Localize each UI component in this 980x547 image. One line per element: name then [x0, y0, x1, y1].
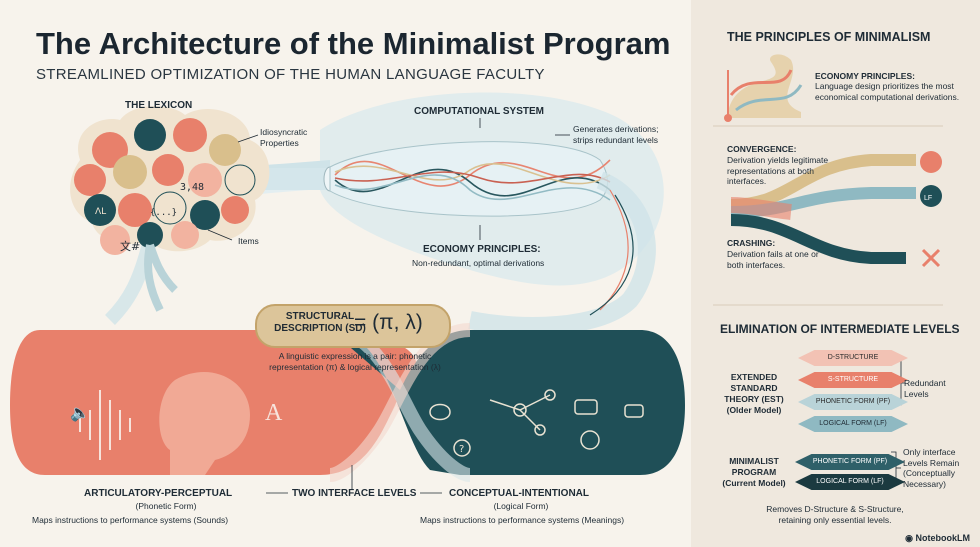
- computational-system-title: COMPUTATIONAL SYSTEM: [414, 106, 544, 117]
- elimination-heading: ELIMINATION OF INTERMEDIATE LEVELS: [720, 322, 960, 336]
- conceptual-sub: (Logical Form): [493, 501, 549, 511]
- two-interface-levels: TWO INTERFACE LEVELS: [292, 488, 417, 499]
- conceptual-title: CONCEPTUAL-INTENTIONAL: [449, 488, 589, 499]
- idiosyncratic-properties-label: Idiosyncratic Properties: [260, 127, 308, 148]
- convergence-title: CONVERGENCE:: [727, 144, 797, 154]
- principles-heading: THE PRINCIPLES OF MINIMALISM: [727, 30, 931, 44]
- sd-equation: = (π, λ): [354, 311, 423, 334]
- page-title: The Architecture of the Minimalist Progr…: [36, 26, 671, 61]
- articulatory-sub: (Phonetic Form): [135, 501, 197, 511]
- redundant-levels-note: Redundant Levels: [904, 378, 946, 399]
- svg-text:3,48: 3,48: [180, 182, 204, 193]
- est-layer-d-structure: D-STRUCTURE: [798, 350, 908, 366]
- lf-badge: LF: [924, 195, 932, 202]
- notebooklm-brand: ◉ NotebookLM: [905, 533, 970, 544]
- est-layer-lf: LOGICAL FORM (LF): [798, 416, 908, 432]
- economy-principles-title: ECONOMY PRINCIPLES:: [423, 244, 541, 255]
- brand-name: NotebookLM: [915, 533, 971, 543]
- mp-label: MINIMALIST PROGRAM (Current Model): [722, 456, 786, 488]
- elimination-footer: Removes D-Structure & S-Structure, retai…: [766, 504, 904, 525]
- svg-text:🔈: 🔈: [70, 403, 90, 422]
- mp-layer-pf: PHONETIC FORM (PF): [795, 454, 905, 470]
- principles-illustration: LF: [713, 54, 943, 486]
- structural-description-label: STRUCTURAL DESCRIPTION (SD): [274, 311, 366, 334]
- conceptual-desc: Maps instructions to performance systems…: [420, 515, 625, 525]
- economy-panel-desc: Language design prioritizes the most eco…: [815, 81, 960, 102]
- sd-caption: A linguistic expression is a pair: phone…: [269, 351, 441, 372]
- articulatory-desc: Maps instructions to performance systems…: [32, 515, 229, 525]
- page-subtitle: STREAMLINED OPTIMIZATION OF THE HUMAN LA…: [36, 66, 545, 83]
- structural-description-box: [255, 304, 451, 348]
- svg-text:{...}: {...}: [150, 208, 177, 218]
- interface-levels-note: Only interface Levels Remain (Conceptual…: [903, 447, 960, 489]
- est-layer-pf: PHONETIC FORM (PF): [798, 394, 908, 410]
- svg-text:?: ?: [459, 444, 464, 455]
- mp-stack: PHONETIC FORM (PF) LOGICAL FORM (LF): [795, 454, 905, 494]
- lexicon-title: THE LEXICON: [125, 100, 193, 111]
- lexicon-brain: 3,48 {...} 文# ΛL: [70, 106, 270, 312]
- svg-text:A: A: [265, 400, 283, 426]
- derivation-strands: [334, 159, 611, 201]
- est-label: EXTENDED STANDARD THEORY (EST) (Older Mo…: [724, 372, 784, 415]
- items-label: Items: [238, 236, 259, 246]
- svg-text:ΛL: ΛL: [95, 207, 106, 217]
- economy-principles-desc: Non-redundant, optimal derivations: [412, 258, 545, 268]
- crashing-title: CRASHING:: [727, 238, 776, 248]
- computational-note: Generates derivations; strips redundant …: [573, 124, 659, 145]
- articulatory-title: ARTICULATORY-PERCEPTUAL: [84, 488, 233, 499]
- est-stack: D-STRUCTURE S-STRUCTURE PHONETIC FORM (P…: [798, 350, 908, 432]
- mp-layer-lf: LOGICAL FORM (LF): [795, 474, 905, 490]
- convergence-desc: Derivation yields legitimate representat…: [727, 155, 829, 186]
- est-layer-s-structure: S-STRUCTURE: [798, 372, 908, 388]
- svg-text:文#: 文#: [120, 239, 140, 253]
- crashing-desc: Derivation fails at one or both interfac…: [727, 249, 819, 270]
- brand-icon: ◉: [905, 533, 916, 543]
- economy-panel-title: ECONOMY PRINCIPLES:: [815, 71, 915, 81]
- architecture-illustration: A 🔈 ? 3,48 {...} 文# ΛL: [10, 92, 685, 494]
